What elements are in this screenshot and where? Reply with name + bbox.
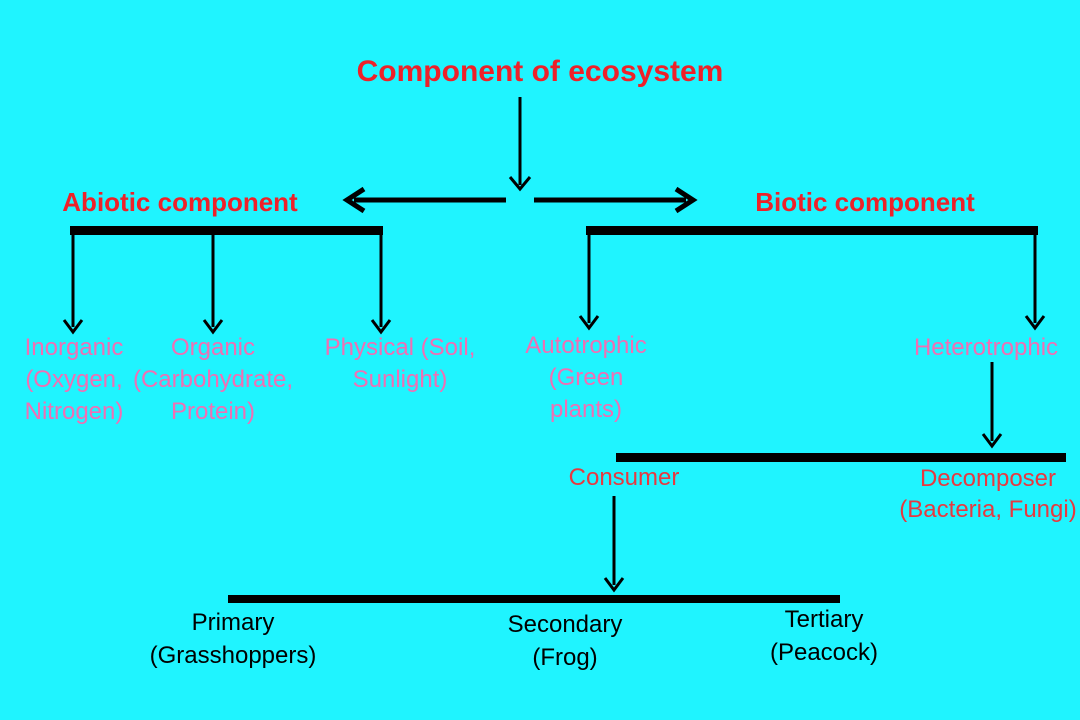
- node-organic: Organic (Carbohydrate, Protein): [123, 332, 303, 428]
- arrowhead-root-down: [508, 176, 532, 192]
- root-label: Component of ecosystem: [356, 55, 724, 88]
- node-abiotic-component: Abiotic component: [30, 187, 330, 218]
- root-node-title: Component of ecosystem: [0, 55, 1080, 89]
- node-consumer: Consumer: [554, 462, 694, 493]
- node-line: Sunlight): [352, 366, 448, 393]
- node-biotic-component: Biotic component: [715, 187, 1015, 218]
- bar-abiotic: [70, 226, 383, 235]
- node-line: Organic: [170, 334, 256, 361]
- node-line: Decomposer: [919, 465, 1057, 492]
- node-line: Secondary: [507, 611, 623, 638]
- node-line: Physical (Soil,: [324, 334, 476, 361]
- node-decomposer: Decomposer (Bacteria, Fungi): [888, 463, 1080, 525]
- node-line: (Bacteria, Fungi): [899, 496, 1077, 523]
- node-line: Tertiary: [784, 606, 864, 633]
- node-line: plants): [549, 396, 623, 423]
- biotic-label: Biotic component: [755, 187, 975, 217]
- node-tertiary: Tertiary (Peacock): [724, 603, 924, 669]
- node-line: Consumer: [568, 464, 680, 491]
- bar-biotic: [586, 226, 1038, 235]
- node-line: Autotrophic: [525, 332, 647, 359]
- arrowhead-to-physical: [370, 319, 392, 335]
- arrowhead-to-inorganic: [62, 319, 84, 335]
- node-line: (Carbohydrate,: [132, 366, 294, 393]
- node-line: (Frog): [532, 644, 598, 671]
- node-line: (Green: [548, 364, 624, 391]
- arrowhead-to-heterotrophic: [1024, 315, 1046, 331]
- node-physical: Physical (Soil, Sunlight): [310, 332, 490, 396]
- node-inorganic: Inorganic (Oxygen, Nitrogen): [4, 332, 144, 428]
- node-secondary: Secondary (Frog): [465, 608, 665, 674]
- bar-consumer-decomposer: [616, 453, 1066, 462]
- arrowhead-consumer-down: [603, 577, 625, 593]
- node-line: Protein): [170, 398, 256, 425]
- node-primary: Primary (Grasshoppers): [133, 606, 333, 672]
- bar-consumer-levels: [228, 595, 840, 603]
- node-line: Heterotrophic: [913, 334, 1059, 361]
- node-line: (Oxygen,: [25, 366, 123, 393]
- node-heterotrophic: Heterotrophic: [906, 332, 1066, 364]
- node-line: (Peacock): [769, 639, 879, 666]
- node-autotrophic: Autotrophic (Green plants): [506, 330, 666, 426]
- node-line: Nitrogen): [24, 398, 124, 425]
- abiotic-label: Abiotic component: [62, 187, 298, 217]
- arrowhead-to-abiotic: [342, 186, 366, 214]
- node-line: (Grasshoppers): [149, 642, 317, 669]
- node-line: Primary: [191, 609, 275, 636]
- arrowhead-to-autotrophic: [578, 315, 600, 331]
- arrowhead-heterotrophic-down: [981, 433, 1003, 449]
- arrowhead-to-biotic: [674, 186, 698, 214]
- node-line: Inorganic: [24, 334, 124, 361]
- arrowhead-to-organic: [202, 319, 224, 335]
